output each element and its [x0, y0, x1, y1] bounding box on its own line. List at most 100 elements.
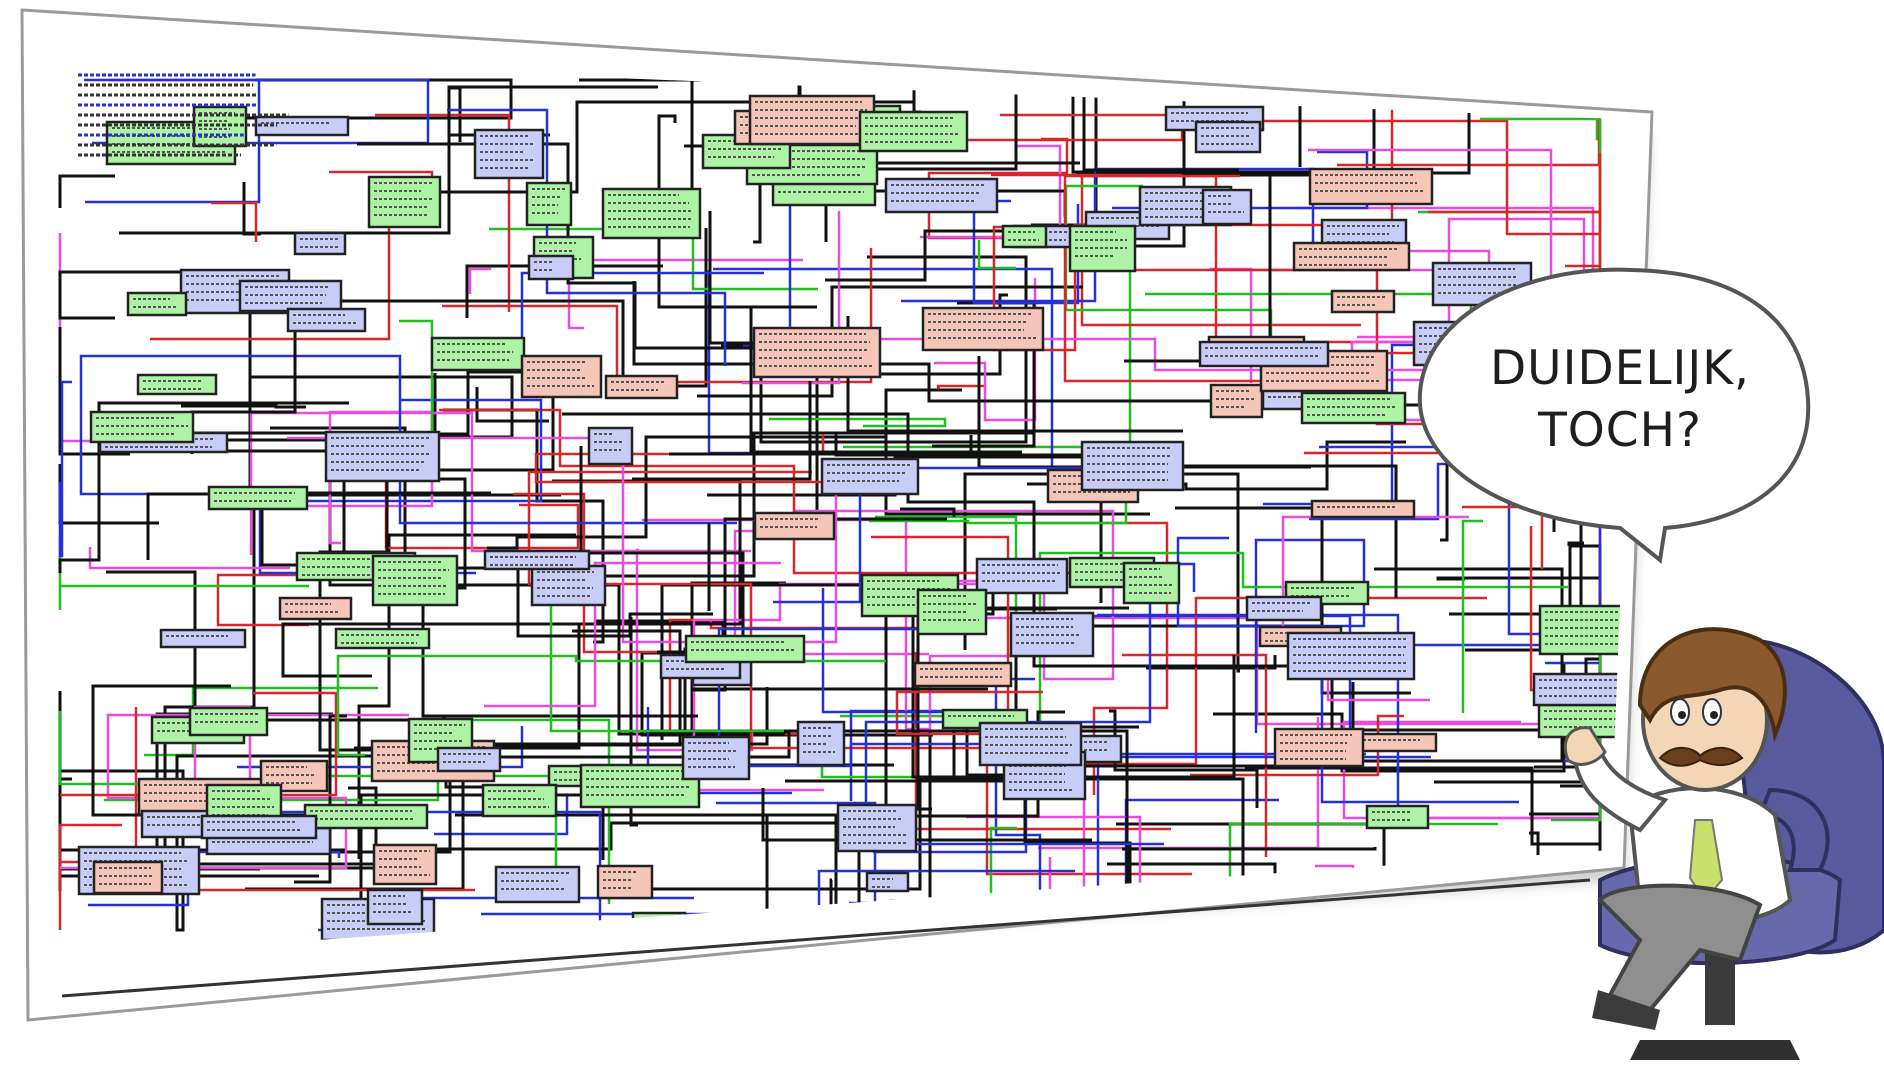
connector-line [985, 596, 1487, 876]
speech-bubble [1417, 267, 1811, 564]
diagram-bottom-rule [61, 878, 1591, 998]
diagram-box [1001, 224, 1048, 249]
connector-line [375, 113, 511, 312]
diagram-box [371, 554, 459, 607]
connector-line [1540, 891, 1602, 918]
speech-bubble-text: DUIDELIJK, TOCH? [1450, 338, 1790, 462]
connector-line [1552, 903, 1590, 930]
hair [1637, 627, 1787, 743]
connector-line [1320, 646, 1519, 804]
connector-line [181, 404, 306, 409]
diagram-box [207, 485, 309, 511]
connector-line [963, 472, 1240, 673]
connector-line [427, 370, 555, 472]
diagram-box [303, 803, 429, 830]
diagram-box [1466, 893, 1567, 931]
diagram-box [159, 628, 247, 649]
connector-line [237, 726, 524, 769]
connector-line [281, 622, 581, 750]
shoe [1592, 990, 1660, 1030]
connector-line [657, 114, 817, 309]
connector-line [468, 267, 491, 294]
connector-line [562, 412, 1340, 668]
chair-base [1630, 1040, 1800, 1060]
connector-line [475, 387, 549, 423]
connector-line [331, 299, 625, 398]
diagram-box [748, 94, 876, 146]
connector-line [1254, 538, 1365, 733]
connector-line [815, 293, 1008, 534]
diagram-box [494, 865, 581, 904]
diagram-box [1310, 499, 1416, 519]
diagram-box [430, 336, 526, 372]
diagram-box [579, 763, 701, 809]
diagram-box [684, 634, 806, 664]
connector-line [512, 492, 710, 654]
connector-line [1097, 613, 1400, 824]
diagram-box [520, 354, 603, 399]
diagram-box [126, 291, 188, 317]
diagram-box [1198, 340, 1330, 368]
connector-line [489, 227, 818, 291]
diagram-box [334, 627, 431, 650]
connector-line [864, 575, 1164, 846]
diagram-box [293, 231, 347, 256]
connector-line [534, 434, 884, 484]
diagram-box [1209, 383, 1264, 419]
connector-line [707, 522, 711, 611]
diagram-box [916, 588, 988, 636]
diagram-box [324, 430, 441, 483]
diagram-box [136, 373, 218, 396]
connector-line [211, 201, 258, 242]
connector-line [79, 354, 737, 525]
trousers [1597, 883, 1763, 1013]
connector-line [1117, 464, 1398, 598]
connector-line [977, 240, 1016, 270]
connector-line [761, 788, 1092, 842]
connector-line [58, 174, 115, 208]
connector-line [717, 627, 1045, 768]
connector-line [1342, 720, 1600, 820]
connector-line [58, 270, 255, 320]
connector-line [58, 380, 72, 558]
diagram-box [200, 814, 318, 840]
connector-line [629, 617, 638, 827]
diagram-box [753, 511, 836, 541]
connector-line [1122, 653, 1268, 857]
connector-line [150, 176, 391, 341]
diagram-box [254, 115, 350, 137]
diagram-box [596, 864, 654, 900]
diagram-box [1273, 727, 1365, 768]
connector-line [217, 449, 785, 736]
diagram-box [286, 307, 367, 333]
connector-line [871, 535, 1043, 736]
diagram-box [1080, 440, 1185, 492]
diagram-box [1245, 595, 1323, 622]
connector-line [742, 211, 841, 385]
diagram-box [601, 187, 702, 240]
diagram-box [481, 783, 558, 818]
connector-line [549, 550, 784, 733]
connector-line [1461, 519, 1483, 713]
pointing-hand [1563, 726, 1607, 766]
speech-line-1: DUIDELIJK, [1489, 341, 1750, 396]
connector-line [58, 327, 130, 456]
diagram-box [436, 746, 502, 773]
connector-line [270, 426, 407, 595]
connector-line [669, 435, 973, 456]
connector-line [58, 823, 122, 880]
diagram-box [1330, 289, 1396, 314]
cartoon-man-in-chair [1563, 627, 1884, 1060]
connector-line [1109, 709, 1259, 808]
diagram-box [865, 871, 910, 893]
connector-line [1122, 847, 1377, 851]
connector-line [336, 654, 886, 757]
connector-line [84, 78, 430, 145]
diagram-box [752, 326, 882, 379]
connector-line [936, 384, 985, 390]
diagram-box [604, 374, 679, 400]
diagram-box [278, 596, 353, 621]
connector-line [1350, 249, 1600, 422]
diagram-box [913, 661, 1013, 688]
